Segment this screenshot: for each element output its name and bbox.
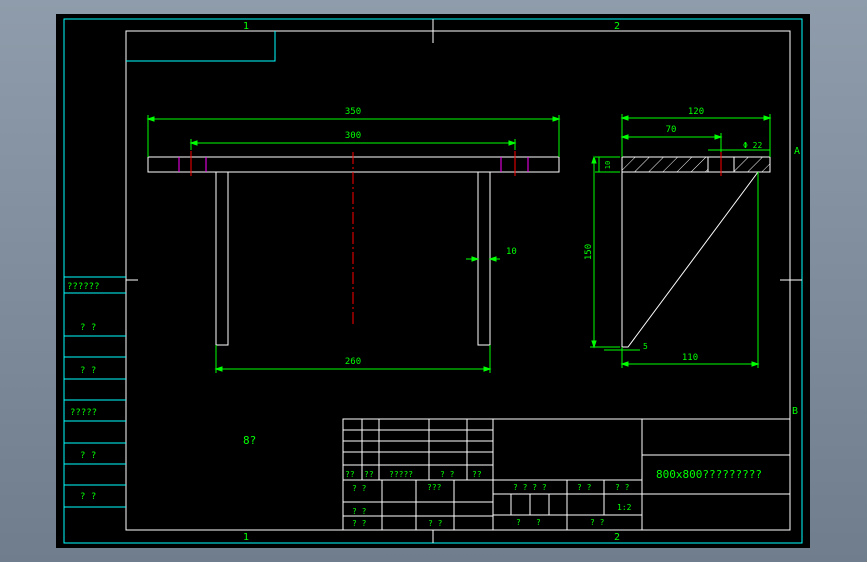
side-dimensions [590, 114, 772, 368]
title-cell: ? ? [352, 507, 367, 516]
dim-foot: 5 [643, 342, 648, 351]
title-cell: ????? [389, 470, 413, 479]
title-cell: ? ? [440, 470, 455, 479]
title-cell: ? ? [352, 519, 367, 528]
dim-leg-spacing: 260 [345, 357, 361, 367]
left-panel [64, 276, 126, 508]
drawing-title: 800x800????????? [656, 468, 762, 481]
dim-side-width: 120 [688, 107, 704, 117]
left-panel-label-1: ?????? [67, 282, 100, 292]
title-cell: ? ? [352, 484, 367, 493]
dim-hole-spacing: 300 [345, 131, 361, 141]
drawing-canvas [56, 14, 810, 548]
dim-hole-diameter: Φ 22 [743, 141, 762, 150]
title-cell: ??? [427, 483, 442, 492]
zone-label-a: A [794, 146, 800, 157]
left-panel-label-4: ????? [70, 408, 97, 418]
zone-label-b: B [792, 406, 798, 417]
scale-value: 1:2 [617, 503, 632, 512]
title-cell: ? ? [590, 518, 605, 527]
front-left-leg [215, 172, 229, 346]
dim-leg-width: 10 [506, 247, 517, 257]
title-cell: ? ? [577, 483, 592, 492]
title-cell: ? ? [428, 519, 443, 528]
side-bracket-profile [621, 171, 759, 348]
zone-label-bottom-1: 1 [243, 532, 249, 543]
zone-label-top-2: 2 [614, 21, 620, 32]
zone-label-bottom-2: 2 [614, 532, 620, 543]
title-cell: ? [516, 518, 521, 527]
dim-hole-position: 70 [666, 125, 677, 135]
title-cell: ?? [364, 470, 374, 479]
dim-plate-thickness: 10 [604, 161, 612, 169]
title-block-text: ?? ?? ????? ? ? ?? ? ? ??? ? ? ? ? ? ? ?… [345, 470, 632, 528]
title-cell: ? ? [615, 483, 630, 492]
title-cell: ? [536, 518, 541, 527]
zone-label-top-1: 1 [243, 21, 249, 32]
left-panel-label-5: ? ? [80, 451, 96, 461]
title-cell: ?? [345, 470, 355, 479]
side-view [621, 152, 771, 348]
front-dimensions [146, 115, 561, 373]
left-panel-label-3: ? ? [80, 366, 96, 376]
drawing-note: 8? [243, 434, 256, 447]
title-cell: ? ? ? ? [513, 483, 547, 492]
dim-side-height: 150 [584, 244, 594, 260]
dim-side-bottom: 110 [682, 353, 698, 363]
side-plate-section [621, 156, 771, 173]
left-panel-label-2: ? ? [80, 323, 96, 333]
drawing-number-box [126, 31, 276, 62]
left-panel-label-6: ? ? [80, 492, 96, 502]
dim-overall-length: 350 [345, 107, 361, 117]
title-block [342, 418, 791, 531]
title-cell: ?? [472, 470, 482, 479]
